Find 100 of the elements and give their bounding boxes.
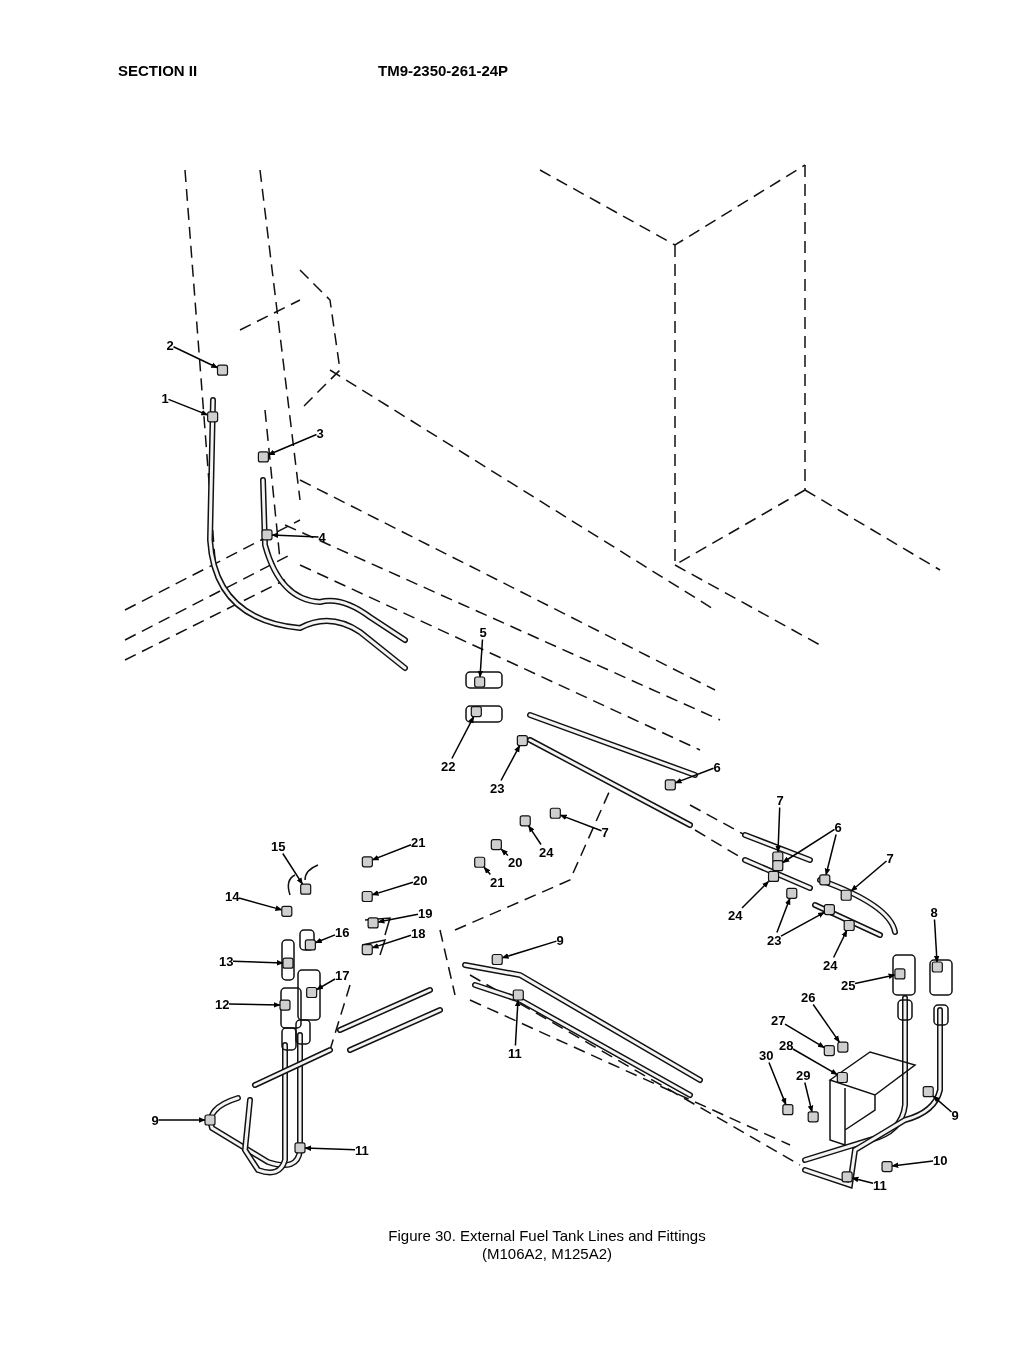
leader-line <box>371 934 412 949</box>
callout-number: 5 <box>479 624 487 640</box>
tube <box>282 957 294 969</box>
callout-number: 12 <box>215 996 230 1012</box>
callout-number: 9 <box>151 1112 159 1128</box>
tube <box>207 411 219 423</box>
tube <box>261 529 273 541</box>
leader-line <box>377 913 419 924</box>
header-text: SECTION II <box>118 62 198 79</box>
callout-number: 24 <box>728 907 743 923</box>
callout-number: 16 <box>335 924 350 940</box>
leader-line <box>451 715 475 760</box>
callout-number: 23 <box>767 932 782 948</box>
tube <box>512 989 524 1001</box>
leader-line <box>314 934 336 944</box>
tube <box>823 904 835 916</box>
leader-line <box>775 806 782 853</box>
leader-line <box>784 1023 826 1049</box>
callout-number: 6 <box>713 759 721 775</box>
callout-number: 11 <box>873 1177 887 1193</box>
leader-line <box>477 638 484 678</box>
callout-number: 30 <box>759 1047 774 1063</box>
leader-line <box>282 852 304 885</box>
fitting <box>306 986 318 999</box>
elbow-fitting <box>300 883 312 895</box>
callout-number: 14 <box>225 888 240 904</box>
clamp <box>361 943 373 956</box>
screw <box>474 856 486 868</box>
leader-line <box>232 960 284 966</box>
callout-number: 24 <box>823 957 838 973</box>
leader-line <box>780 911 826 937</box>
sleeve <box>304 939 316 951</box>
figure-caption: Figure 30. External Fuel Tank Lines and Fittings (M106A2, M125A2) <box>387 1227 707 1263</box>
callout-number: 23 <box>490 780 505 796</box>
leader-line <box>741 880 770 909</box>
callout-number: 17 <box>335 967 350 983</box>
callout-number: 11 <box>355 1142 369 1158</box>
elbow-fitting <box>281 905 293 917</box>
clamp <box>549 807 561 819</box>
callout-number: 21 <box>411 834 426 850</box>
callout-number: 7 <box>776 792 784 808</box>
fitting <box>257 451 269 463</box>
callout-number: 10 <box>933 1152 948 1168</box>
callout-number: 9 <box>556 932 564 948</box>
leader-line <box>776 897 791 934</box>
clamp <box>519 815 531 827</box>
fitting <box>279 999 291 1011</box>
tube <box>786 887 798 899</box>
clamp <box>767 870 780 883</box>
leader-line <box>832 929 848 959</box>
leader-line <box>850 860 888 892</box>
callout-number: 13 <box>219 953 234 969</box>
nut <box>837 1041 849 1053</box>
callout-number: 7 <box>601 824 609 840</box>
callout-number: 27 <box>771 1012 786 1028</box>
leader-line <box>854 973 896 985</box>
callout-number: 21 <box>490 874 505 890</box>
leader-line <box>238 897 283 911</box>
callout-number: 29 <box>796 1067 811 1083</box>
callout-number: 4 <box>318 529 326 545</box>
callout-number: 26 <box>801 989 816 1005</box>
callout-number: 28 <box>779 1037 794 1053</box>
leader-line <box>371 843 412 861</box>
leader-line <box>804 1081 814 1113</box>
callout-number: 6 <box>834 819 842 835</box>
washer <box>823 1044 835 1057</box>
callout-number: 8 <box>930 904 938 920</box>
tube <box>819 874 831 886</box>
callout-number: 1 <box>161 390 169 406</box>
clamp <box>843 919 855 932</box>
leader-line <box>500 744 521 782</box>
leader-line <box>500 848 509 857</box>
tube <box>772 860 784 872</box>
callout-number: 20 <box>508 854 523 870</box>
leader-line <box>157 1117 206 1123</box>
callout-number: 3 <box>316 425 324 441</box>
tube <box>516 735 528 747</box>
leader-line <box>527 825 542 846</box>
elbow-fitting <box>931 961 943 973</box>
callout-number: 9 <box>951 1107 959 1123</box>
tube <box>204 1114 216 1126</box>
leader-line <box>267 433 318 456</box>
callout-number: 19 <box>418 905 433 921</box>
callout-number: 15 <box>271 838 286 854</box>
leader-line <box>932 1095 953 1113</box>
clamp <box>367 917 379 929</box>
leader-line <box>304 1145 356 1151</box>
fitting <box>216 364 229 376</box>
elbow-fitting <box>894 968 906 980</box>
leader-line <box>315 978 336 991</box>
leader-line <box>167 398 209 416</box>
leader-line <box>501 940 558 959</box>
leader-line <box>228 1002 281 1008</box>
callout-number: 2 <box>166 337 174 353</box>
tube <box>922 1086 934 1098</box>
leader-line <box>792 1048 839 1076</box>
washer <box>361 890 373 903</box>
leader-line <box>933 918 940 963</box>
leader-line <box>559 814 603 832</box>
tube <box>294 1142 306 1154</box>
